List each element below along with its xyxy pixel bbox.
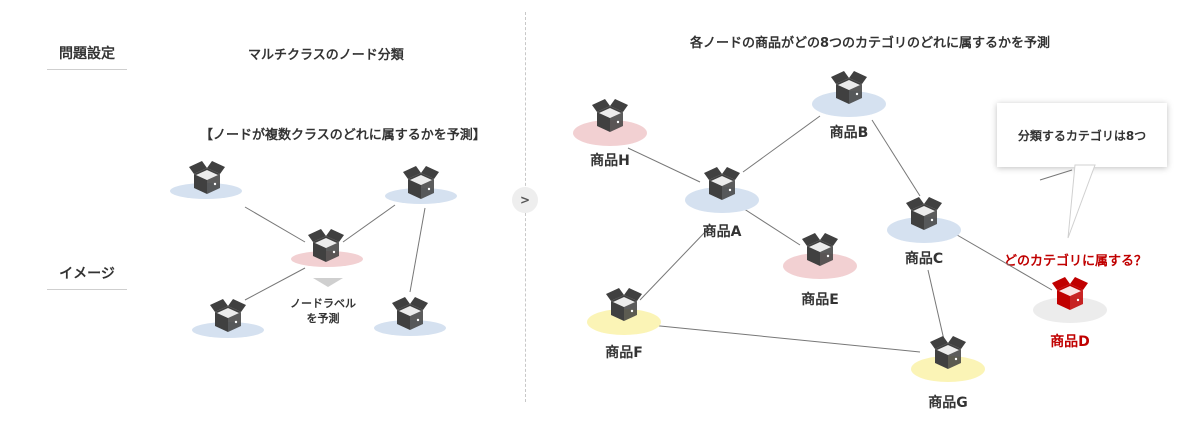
product-d-node: 商品D — [1033, 277, 1107, 350]
product-b-label: 商品B — [830, 124, 869, 141]
left-node-4 — [374, 297, 446, 336]
down-arrow-icon — [313, 278, 343, 287]
left-subtitle: 【ノードが複数クラスのどれに属するかを予測】 — [200, 128, 486, 143]
product-f-label: 商品F — [605, 344, 643, 361]
callout-text: 分類するカテゴリは8つ — [1017, 128, 1147, 143]
predict-label: ノードラベル を予測 — [278, 296, 368, 326]
right-title: 各ノードの商品がどの8つのカテゴリのどれに属するかを予測 — [690, 36, 1051, 51]
product-e-label: 商品E — [801, 291, 839, 308]
product-c-node: 商品C — [887, 197, 961, 267]
product-f-node: 商品F — [587, 288, 661, 361]
image-label: イメージ — [47, 263, 127, 290]
product-h-node: 商品H — [573, 99, 647, 169]
product-g-label: 商品G — [928, 394, 968, 411]
product-e-node: 商品E — [783, 233, 857, 308]
callout-pointer — [1067, 164, 1096, 239]
question-text: どのカテゴリに属する？ — [1004, 254, 1148, 269]
predict-line1: ノードラベル — [290, 297, 356, 310]
left-edges — [244, 204, 426, 301]
left-title: マルチクラスのノード分類 — [248, 48, 404, 63]
callout-box: 分類するカテゴリは8つ — [997, 103, 1167, 167]
product-g-node: 商品G — [911, 336, 985, 411]
product-c-label: 商品C — [905, 250, 943, 267]
left-node-3 — [192, 299, 264, 338]
problem-setting-label: 問題設定 — [47, 43, 127, 70]
left-node-center — [291, 229, 363, 267]
product-b-node: 商品B — [812, 71, 886, 141]
arrow-right-icon: > — [512, 187, 538, 213]
left-node-1 — [170, 161, 242, 199]
right-edges — [627, 115, 1073, 353]
left-node-2 — [385, 166, 457, 204]
product-h-label: 商品H — [590, 152, 630, 169]
predict-line2: を予測 — [306, 312, 340, 325]
product-d-label: 商品D — [1050, 333, 1090, 350]
product-a-node: 商品A — [685, 167, 759, 240]
product-a-label: 商品A — [703, 223, 742, 240]
